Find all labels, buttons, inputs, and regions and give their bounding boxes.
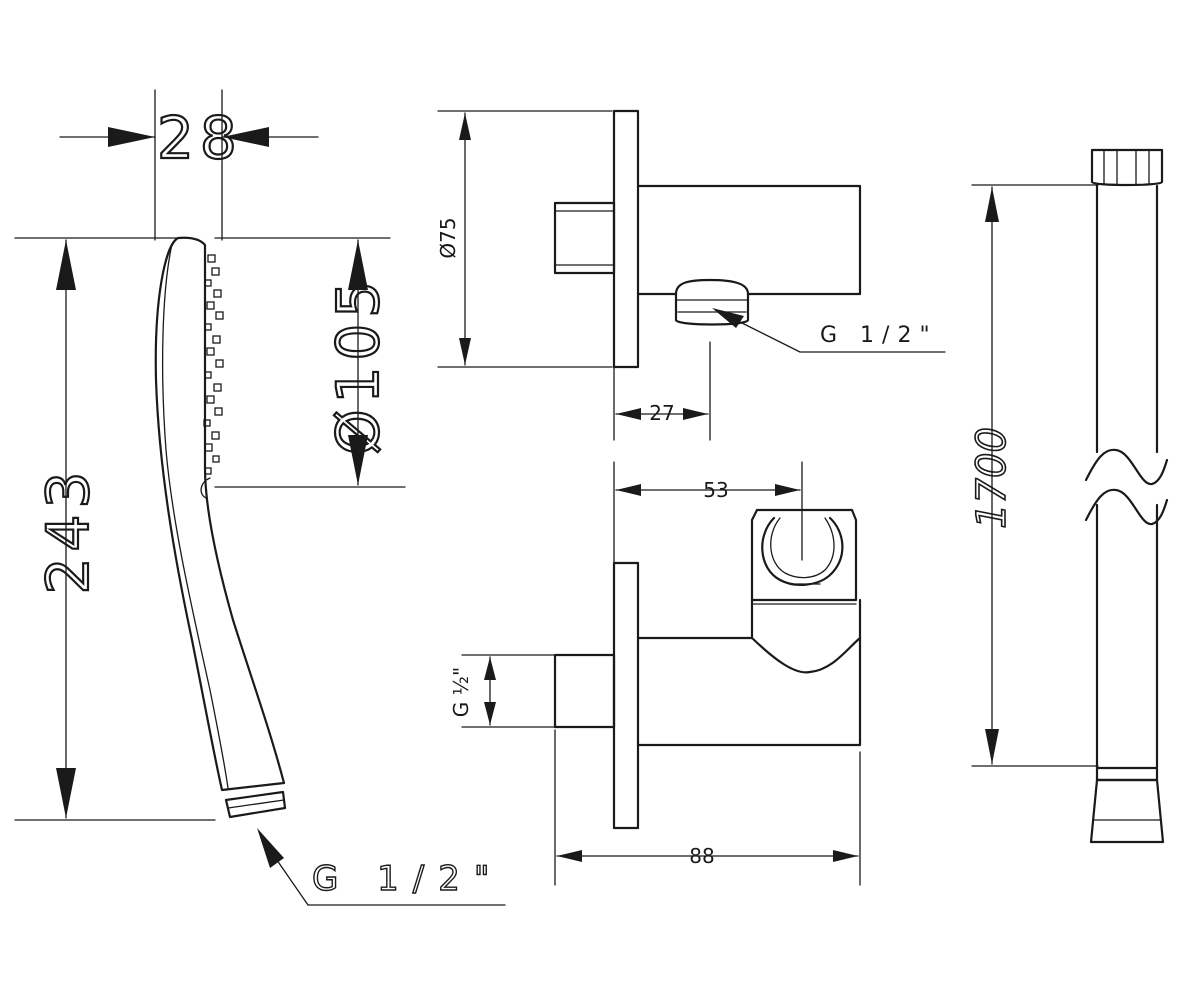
hose-length-dimension: 1700 [968, 184, 1099, 767]
hand-shower-view: 28 243 Ø105 [14, 89, 506, 906]
hose-tube-lower [1095, 503, 1159, 770]
hose-break-lower [1084, 488, 1169, 526]
hand-shower-head-diameter-value: Ø105 [324, 275, 392, 455]
bracket-elbow-inlet-stub [553, 653, 616, 729]
bracket-depth-dimension: 88 [554, 729, 861, 886]
hose-tube-upper [1095, 184, 1159, 454]
hose-view: 1700 [968, 148, 1169, 844]
hose-top-nut [1090, 148, 1164, 187]
wall-elbow-offset-dimension: 27 [613, 341, 711, 441]
bracket-elbow-body [636, 636, 862, 747]
hand-shower-length-value: 243 [34, 466, 102, 595]
bracket-elbow-view: 53 G ½" [449, 461, 862, 886]
hand-shower-head-diameter-dimension: Ø105 [214, 237, 406, 488]
wall-elbow-offset-value: 27 [649, 401, 674, 425]
hose-length-value: 1700 [969, 427, 1015, 529]
hand-shower-width-dimension: 28 [59, 89, 319, 241]
wall-elbow-flange-dimension: Ø75 [436, 110, 613, 368]
wall-elbow-outlet [674, 278, 750, 326]
wall-elbow-thread-callout: G 1/2" [712, 308, 946, 353]
hand-shower-thread-callout: G 1/2" [257, 828, 506, 906]
wall-elbow-inlet-stub [553, 201, 616, 275]
hand-shower-width-value: 28 [157, 104, 243, 172]
bracket-depth-value: 88 [689, 844, 714, 868]
wall-elbow-flange [612, 109, 640, 369]
hand-shower-connector [224, 790, 287, 819]
wall-elbow-thread-label: G 1/2" [820, 323, 938, 348]
hand-shower-length-dimension: 243 [14, 237, 216, 821]
hose-bottom-fitting [1089, 766, 1165, 844]
bracket-holder-offset-value: 53 [703, 478, 728, 502]
wall-elbow-body [636, 184, 862, 296]
bracket-shower-holder [750, 508, 862, 674]
hand-shower-thread-label: G 1/2" [312, 859, 504, 899]
wall-elbow-view: Ø75 27 G 1/2" [436, 109, 946, 441]
bracket-elbow-flange [612, 561, 640, 830]
hose-break-upper [1084, 448, 1169, 486]
wall-elbow-flange-value: Ø75 [436, 217, 460, 258]
bracket-inlet-thread-dimension: G ½" [449, 654, 555, 728]
hand-shower-body [154, 236, 286, 792]
bracket-holder-offset-dimension: 53 [613, 461, 803, 563]
hand-shower-nozzles [203, 254, 224, 475]
bracket-inlet-thread-label: G ½" [449, 667, 473, 717]
